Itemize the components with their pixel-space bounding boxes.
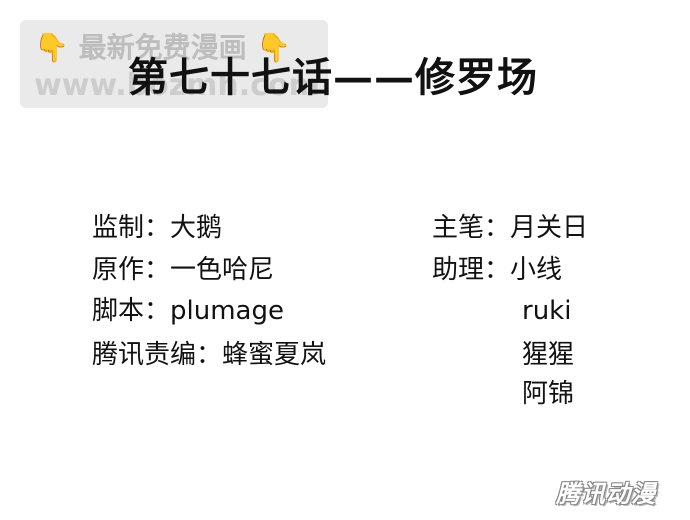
pointing-down-hand-icon: 👇 bbox=[34, 31, 69, 64]
credit-label: 脚本： bbox=[92, 296, 171, 326]
credit-assistant-4: 阿锦 bbox=[522, 377, 574, 411]
credit-value: plumage bbox=[170, 296, 284, 326]
credit-lead-artist: 主笔：月关日 bbox=[432, 211, 588, 245]
watermark-text: 👇 最新免费漫画 👇 bbox=[34, 30, 314, 66]
credit-label: 助理： bbox=[432, 255, 511, 285]
chapter-title: 第七十七话——修罗场 bbox=[128, 54, 538, 101]
credit-editor: 腾讯责编：蜂蜜夏岚 bbox=[92, 338, 326, 372]
credit-label: 原作： bbox=[92, 255, 171, 285]
credit-assistant-2: ruki bbox=[522, 294, 571, 328]
credit-original-author: 原作：一色哈尼 bbox=[92, 253, 274, 287]
tencent-comics-logo: 腾讯动漫 bbox=[556, 480, 656, 508]
watermark-caption: 最新免费漫画 bbox=[78, 31, 247, 64]
credit-value: 月关日 bbox=[510, 213, 589, 243]
credit-supervisor: 监制：大鹅 bbox=[92, 211, 222, 245]
credit-value: 阿锦 bbox=[522, 379, 575, 409]
credit-value: ruki bbox=[522, 296, 572, 326]
credit-label: 腾讯责编： bbox=[92, 340, 223, 370]
pointing-down-hand-icon: 👇 bbox=[256, 31, 292, 64]
credit-value: 一色哈尼 bbox=[170, 255, 275, 285]
credit-script: 脚本：plumage bbox=[92, 294, 284, 328]
credit-value: 猩猩 bbox=[522, 340, 575, 370]
watermark-banner: 👇 最新免费漫画 👇 www.bozmh.com bbox=[20, 20, 328, 108]
credit-assistant-3: 猩猩 bbox=[522, 338, 574, 372]
credit-assistant: 助理：小线 bbox=[432, 253, 562, 287]
watermark-url: www.bozmh.com bbox=[34, 68, 320, 103]
credit-label: 主笔： bbox=[432, 213, 511, 243]
credit-value: 小线 bbox=[510, 255, 563, 285]
credit-value: 大鹅 bbox=[170, 213, 223, 243]
credit-label: 监制： bbox=[92, 213, 171, 243]
credit-value: 蜂蜜夏岚 bbox=[222, 340, 327, 370]
